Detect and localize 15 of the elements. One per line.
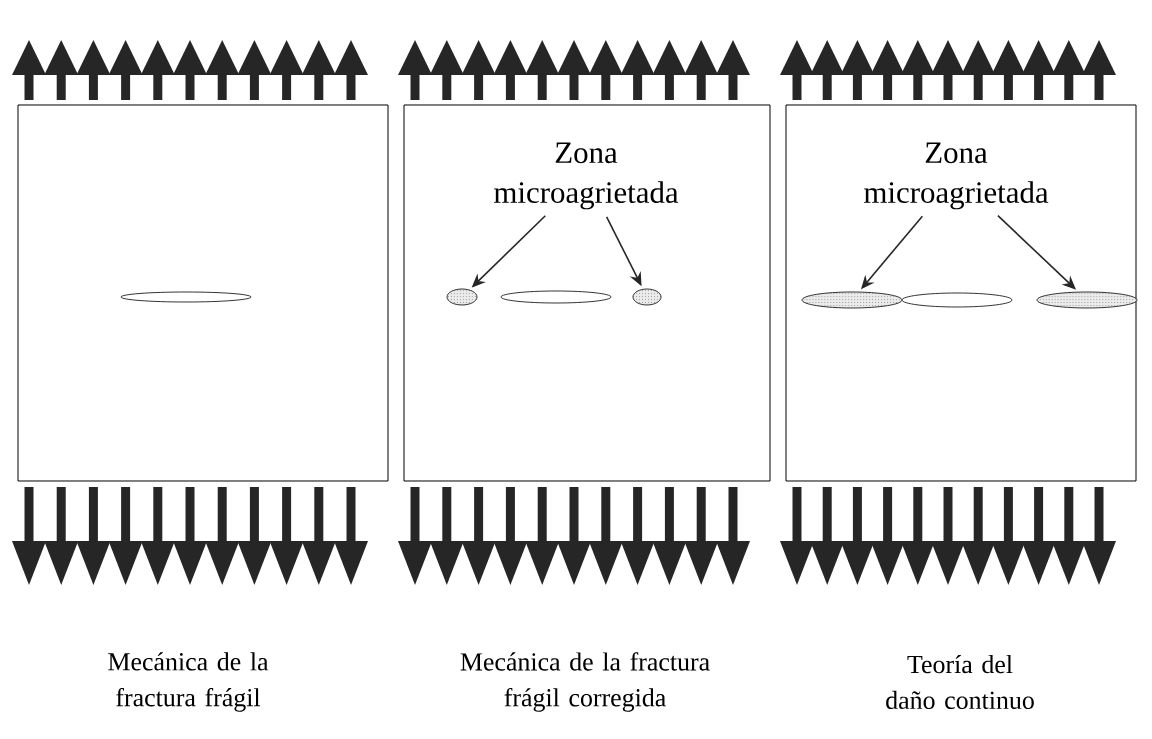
crack-ellipse — [500, 290, 612, 304]
caption: Mecánica de la fractura frágil corregida — [460, 652, 710, 712]
specimen-box — [785, 104, 1137, 482]
specimen-box — [17, 104, 389, 482]
crack-ellipse — [120, 291, 252, 303]
caption: Mecánica de la fractura frágil — [108, 652, 269, 712]
crack-ellipse — [901, 292, 1013, 308]
microcrack-zone — [801, 291, 903, 309]
zone-label: Zona microagrietada — [494, 142, 679, 210]
microcrack-zone — [446, 288, 478, 306]
zone-label: Zona microagrietada — [864, 142, 1049, 210]
microcrack-zone — [1036, 291, 1138, 309]
specimen-box — [403, 104, 771, 482]
caption: Teoría del daño continuo — [886, 654, 1034, 710]
microcrack-zone — [632, 288, 662, 306]
